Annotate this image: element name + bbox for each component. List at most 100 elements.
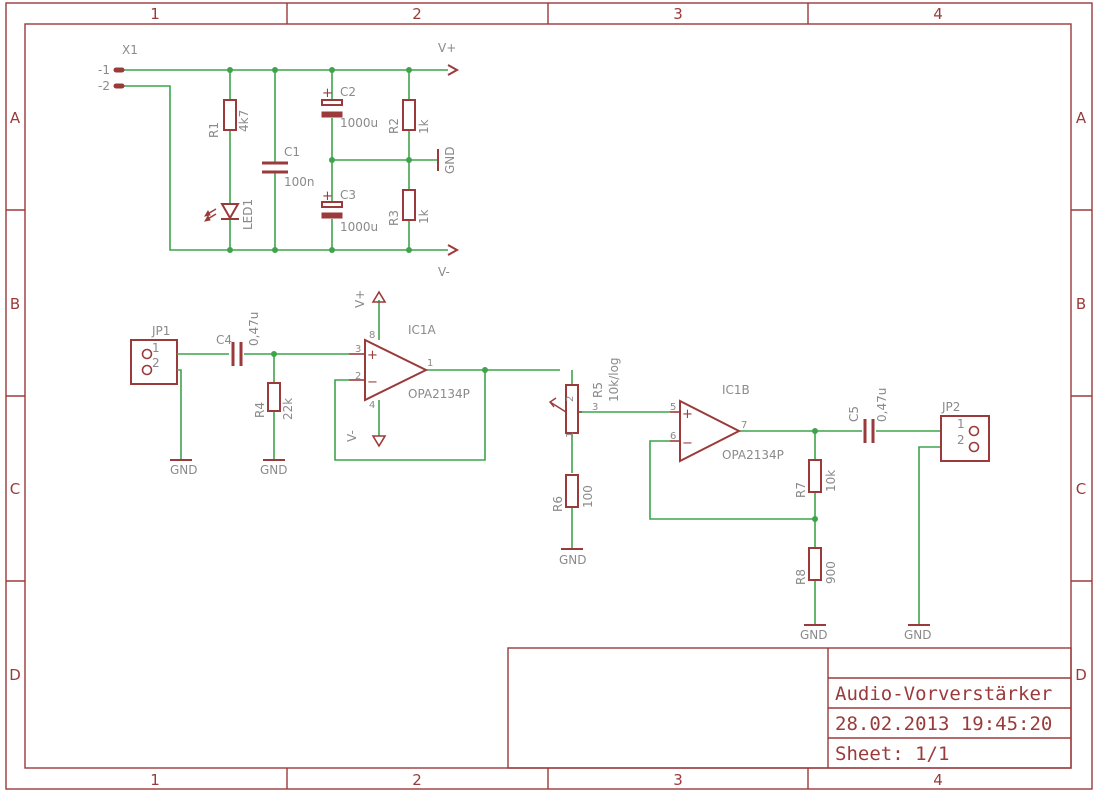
jp2-label: JP2 (941, 400, 960, 414)
jp1-connector (130, 339, 178, 385)
c2-label: C2 (340, 85, 356, 99)
ic1b-pin5: 5 (670, 402, 676, 413)
r7-label: R7 (794, 482, 808, 498)
jp1-pin1: 1 (152, 341, 160, 355)
r1-value: 4k7 (237, 110, 251, 132)
r1-resistor (223, 99, 237, 131)
col-marker-bottom-4: 4 (933, 771, 943, 789)
col-marker-top-1: 1 (150, 5, 160, 23)
col-marker-top-3: 3 (673, 5, 683, 23)
jp2-pin1: 1 (957, 417, 965, 431)
r2-label: R2 (387, 118, 401, 134)
c4-value: 0,47u (247, 312, 261, 346)
ic1a-pin2: 2 (355, 371, 361, 382)
c4-label: C4 (216, 333, 232, 347)
c3-plus: + (322, 189, 333, 204)
ic1b-part: OPA2134P (722, 448, 784, 462)
r3-label: R3 (387, 210, 401, 226)
ic1b-pin7: 7 (741, 420, 747, 431)
x1-pin1-label: -1 (98, 63, 110, 77)
col-marker-bottom-2: 2 (412, 771, 422, 789)
ic1a-pin8: 8 (369, 330, 375, 341)
r8-resistor (808, 547, 822, 581)
gnd-label-supply: GND (443, 146, 457, 174)
ic1a-pin1: 1 (427, 358, 433, 369)
ic1a-minus-sign: − (367, 375, 378, 390)
junction-dots-input (271, 351, 488, 373)
x1-connector-symbol (113, 67, 125, 89)
r2-value: 1k (417, 119, 431, 134)
c2-capacitor (321, 99, 343, 118)
r7-resistor (808, 459, 822, 493)
r3-value: 1k (417, 209, 431, 224)
vplus-supply-arrow (447, 64, 460, 76)
gnd-label-r4: GND (260, 463, 288, 477)
c5-capacitor (863, 419, 875, 443)
datetime-text: 28.02.2013 19:45:20 (835, 713, 1052, 735)
junction-dots-output (812, 428, 818, 522)
x1-label: X1 (122, 43, 138, 57)
jp1-pin2: 2 (152, 356, 160, 370)
ic1a-label: IC1A (408, 323, 437, 337)
c3-capacitor (321, 201, 343, 219)
ic1b-label: IC1B (722, 383, 750, 397)
c1-value: 100n (284, 175, 315, 189)
r6-value: 100 (581, 485, 595, 508)
c5-value: 0,47u (875, 388, 889, 422)
c5-label: C5 (847, 406, 861, 422)
title-text: Audio-Vorverstärker (835, 683, 1052, 705)
r3-resistor (402, 189, 416, 221)
ic1b-minus-sign: − (682, 436, 693, 451)
r5-label: R5 (591, 382, 605, 398)
r5-pin2: 2 (565, 396, 576, 402)
row-marker-right-d: D (1075, 666, 1087, 684)
output-stage-wires (649, 430, 941, 625)
r2-resistor (402, 99, 416, 131)
c1-capacitor (262, 161, 288, 174)
r4-value: 22k (281, 398, 295, 420)
title-block (507, 647, 1072, 769)
r5-pin1: 1 (565, 432, 576, 438)
row-marker-left-d: D (9, 666, 21, 684)
vminus-arrow-ic1a (371, 435, 387, 448)
col-marker-bottom-3: 3 (673, 771, 683, 789)
gnd-label-jp2: GND (904, 628, 932, 642)
r4-resistor (267, 382, 281, 412)
r5-potentiometer (548, 384, 582, 434)
jp2-connector (940, 415, 990, 462)
ic1a-part: OPA2134P (408, 387, 470, 401)
gnd-label-r8: GND (800, 628, 828, 642)
x1-pin2-label: -2 (98, 79, 110, 93)
row-marker-right-b: B (1076, 295, 1086, 313)
c1-label: C1 (284, 145, 300, 159)
r6-resistor (565, 474, 579, 508)
r8-value: 900 (824, 561, 838, 584)
ic1b-pin6: 6 (670, 431, 676, 442)
c3-label: C3 (340, 188, 356, 202)
jp1-label: JP1 (151, 324, 170, 338)
row-marker-left-a: A (10, 109, 21, 127)
c2-value: 1000u (340, 116, 378, 130)
ic1b-plus-sign: + (682, 407, 693, 422)
jp2-pin2: 2 (957, 433, 965, 447)
gnd-label-r6: GND (559, 553, 587, 567)
row-marker-left-b: B (10, 295, 20, 313)
col-marker-top-4: 4 (933, 5, 943, 23)
col-marker-bottom-1: 1 (150, 771, 160, 789)
vplus-arrow-ic1a (371, 290, 387, 303)
c2-plus: + (322, 86, 333, 101)
row-marker-right-c: C (1076, 480, 1086, 498)
vplus-label-ic1a: V+ (353, 290, 367, 308)
r5-pin3: 3 (592, 402, 598, 413)
r5-value: 10k/log (607, 357, 621, 402)
input-stage-wires (177, 300, 670, 548)
r1-label: R1 (207, 122, 221, 138)
vminus-label-ic1a: V- (345, 430, 359, 442)
r8-label: R8 (794, 569, 808, 585)
ic1a-opamp (364, 338, 429, 402)
power-supply-wires (122, 69, 448, 251)
col-marker-top-2: 2 (412, 5, 422, 23)
c4-capacitor (231, 342, 243, 366)
gnd-label-jp1: GND (170, 463, 198, 477)
